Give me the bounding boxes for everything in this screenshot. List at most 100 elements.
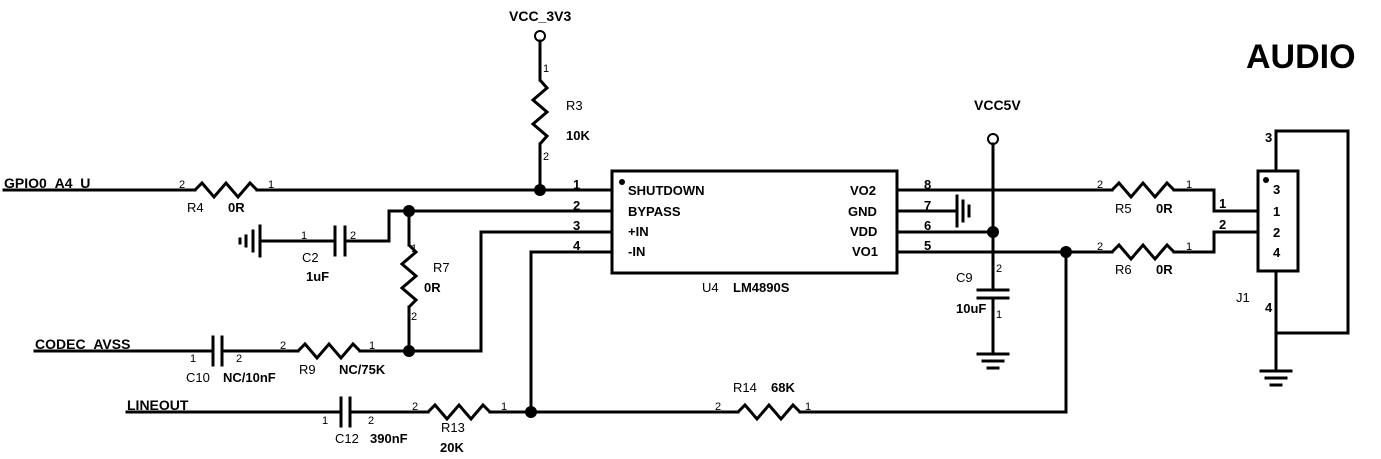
j1-inner-pin-3: 3 — [1273, 182, 1280, 197]
ic-pin-num-1: 1 — [573, 177, 580, 192]
ic-u4-body — [610, 169, 899, 275]
j1-wire-pin-1: 1 — [1219, 196, 1226, 211]
j1-outer-pin-3: 3 — [1265, 130, 1272, 145]
resistor-r13 — [426, 402, 492, 422]
r13-pin-2: 2 — [412, 401, 418, 413]
c9-ref: C9 — [956, 270, 973, 285]
wire-r14-feedback — [798, 250, 1068, 414]
wire-r5-j1 — [1172, 188, 1260, 213]
ic-pin-name-6: VDD — [850, 224, 877, 239]
resistor-r4 — [193, 180, 259, 200]
c10-ref: C10 — [186, 370, 210, 385]
r5-value: 0R — [1156, 201, 1173, 216]
wire-c2-right — [354, 209, 411, 243]
ic-pin-name-3: +IN — [628, 224, 649, 239]
r3-pin-1: 1 — [543, 63, 549, 75]
ic-u4-pin1-marker — [619, 179, 625, 185]
r13-pin-1: 1 — [501, 401, 507, 413]
c10-pin-1: 1 — [190, 353, 196, 365]
wire-j1-loop — [1274, 129, 1350, 335]
c9-value: 10uF — [956, 301, 986, 316]
j1-inner-pin-2: 2 — [1273, 225, 1280, 240]
junction-minus-in — [525, 406, 537, 418]
r13-value: 20K — [440, 440, 464, 455]
ic-u4-part: LM4890S — [733, 280, 790, 295]
c2-value: 1uF — [306, 269, 329, 284]
c10-pin-2: 2 — [236, 353, 242, 365]
net-label-codec: CODEC_AVSS — [35, 336, 130, 352]
r6-pin-1: 1 — [1186, 241, 1192, 253]
wire-minus-in — [529, 250, 614, 413]
ic-pin-name-8: VO2 — [850, 183, 876, 198]
r6-value: 0R — [1156, 262, 1173, 277]
c2-ref: C2 — [302, 250, 319, 265]
connector-j1-marker — [1263, 177, 1269, 183]
r4-pin-2: 2 — [179, 179, 185, 191]
resistor-r7 — [399, 243, 419, 309]
resistor-r6 — [1110, 242, 1176, 262]
c2-pin-1: 1 — [301, 230, 307, 242]
r14-pin-2: 2 — [715, 401, 721, 413]
ic-pin-num-6: 6 — [924, 218, 931, 233]
j1-ref: J1 — [1236, 290, 1250, 305]
schematic-title: AUDIO — [1246, 38, 1356, 76]
junction-vdd — [987, 226, 999, 238]
r5-pin-1: 1 — [1186, 179, 1192, 191]
r14-value: 68K — [771, 380, 795, 395]
net-label-vcc-3v3: VCC_3V3 — [509, 8, 571, 24]
c12-pin-2: 2 — [368, 415, 374, 427]
ic-pin-num-7: 7 — [924, 198, 931, 213]
j1-outer-pin-4: 4 — [1265, 300, 1273, 315]
r14-pin-1: 1 — [805, 401, 811, 413]
j1-wire-pin-2: 2 — [1219, 217, 1226, 232]
ic-u4-ref: U4 — [702, 280, 719, 295]
r4-ref: R4 — [187, 200, 204, 215]
wire-plus-in — [407, 230, 614, 353]
ic-pin-name-7: GND — [848, 204, 877, 219]
c12-ref: C12 — [335, 431, 359, 446]
r9-value: NC/75K — [339, 362, 386, 377]
r5-pin-2: 2 — [1097, 179, 1103, 191]
c10-value: NC/10nF — [223, 370, 276, 385]
c12-value: 390nF — [370, 431, 408, 446]
j1-inner-pin-1: 1 — [1273, 204, 1280, 219]
r3-ref: R3 — [566, 98, 583, 113]
connector-j1-body — [1256, 169, 1300, 273]
r9-pin-2: 2 — [280, 340, 286, 352]
junction-shutdown — [534, 184, 546, 196]
net-label-vcc5v: VCC5V — [974, 97, 1021, 113]
r7-ref: R7 — [433, 260, 450, 275]
wire-r6-j1 — [1172, 230, 1260, 254]
r7-pin-1: 1 — [411, 243, 417, 255]
r6-ref: R6 — [1115, 262, 1132, 277]
ic-pin-num-4: 4 — [573, 238, 581, 253]
c2-pin-2: 2 — [350, 230, 356, 242]
net-label-lineout: LINEOUT — [127, 397, 189, 413]
resistor-r9 — [296, 341, 362, 361]
r7-value: 0R — [424, 280, 441, 295]
resistor-r14 — [736, 402, 802, 422]
resistor-r5 — [1110, 180, 1176, 200]
ic-pin-name-4: -IN — [628, 244, 645, 259]
r5-ref: R5 — [1115, 201, 1132, 216]
c12-pin-1: 1 — [322, 415, 328, 427]
resistor-r3 — [530, 79, 550, 145]
r4-pin-1: 1 — [268, 179, 274, 191]
ic-pin-num-2: 2 — [573, 198, 580, 213]
r14-ref: R14 — [733, 380, 757, 395]
r9-pin-1: 1 — [369, 340, 375, 352]
ic-pin-num-8: 8 — [924, 177, 931, 192]
net-label-gpio: GPIO0_A4_U — [4, 175, 90, 191]
r6-pin-2: 2 — [1097, 241, 1103, 253]
r9-ref: R9 — [299, 362, 316, 377]
ic-pin-name-1: SHUTDOWN — [628, 183, 705, 198]
ic-pin-name-5: VO1 — [852, 244, 878, 259]
c9-pin-1: 1 — [996, 309, 1002, 321]
ic-pin-name-2: BYPASS — [628, 204, 681, 219]
c9-pin-2: 2 — [996, 263, 1002, 275]
junction-vo1 — [1060, 246, 1072, 258]
ic-pin-num-3: 3 — [573, 218, 580, 233]
r3-pin-2: 2 — [543, 151, 549, 163]
r4-value: 0R — [228, 200, 245, 215]
